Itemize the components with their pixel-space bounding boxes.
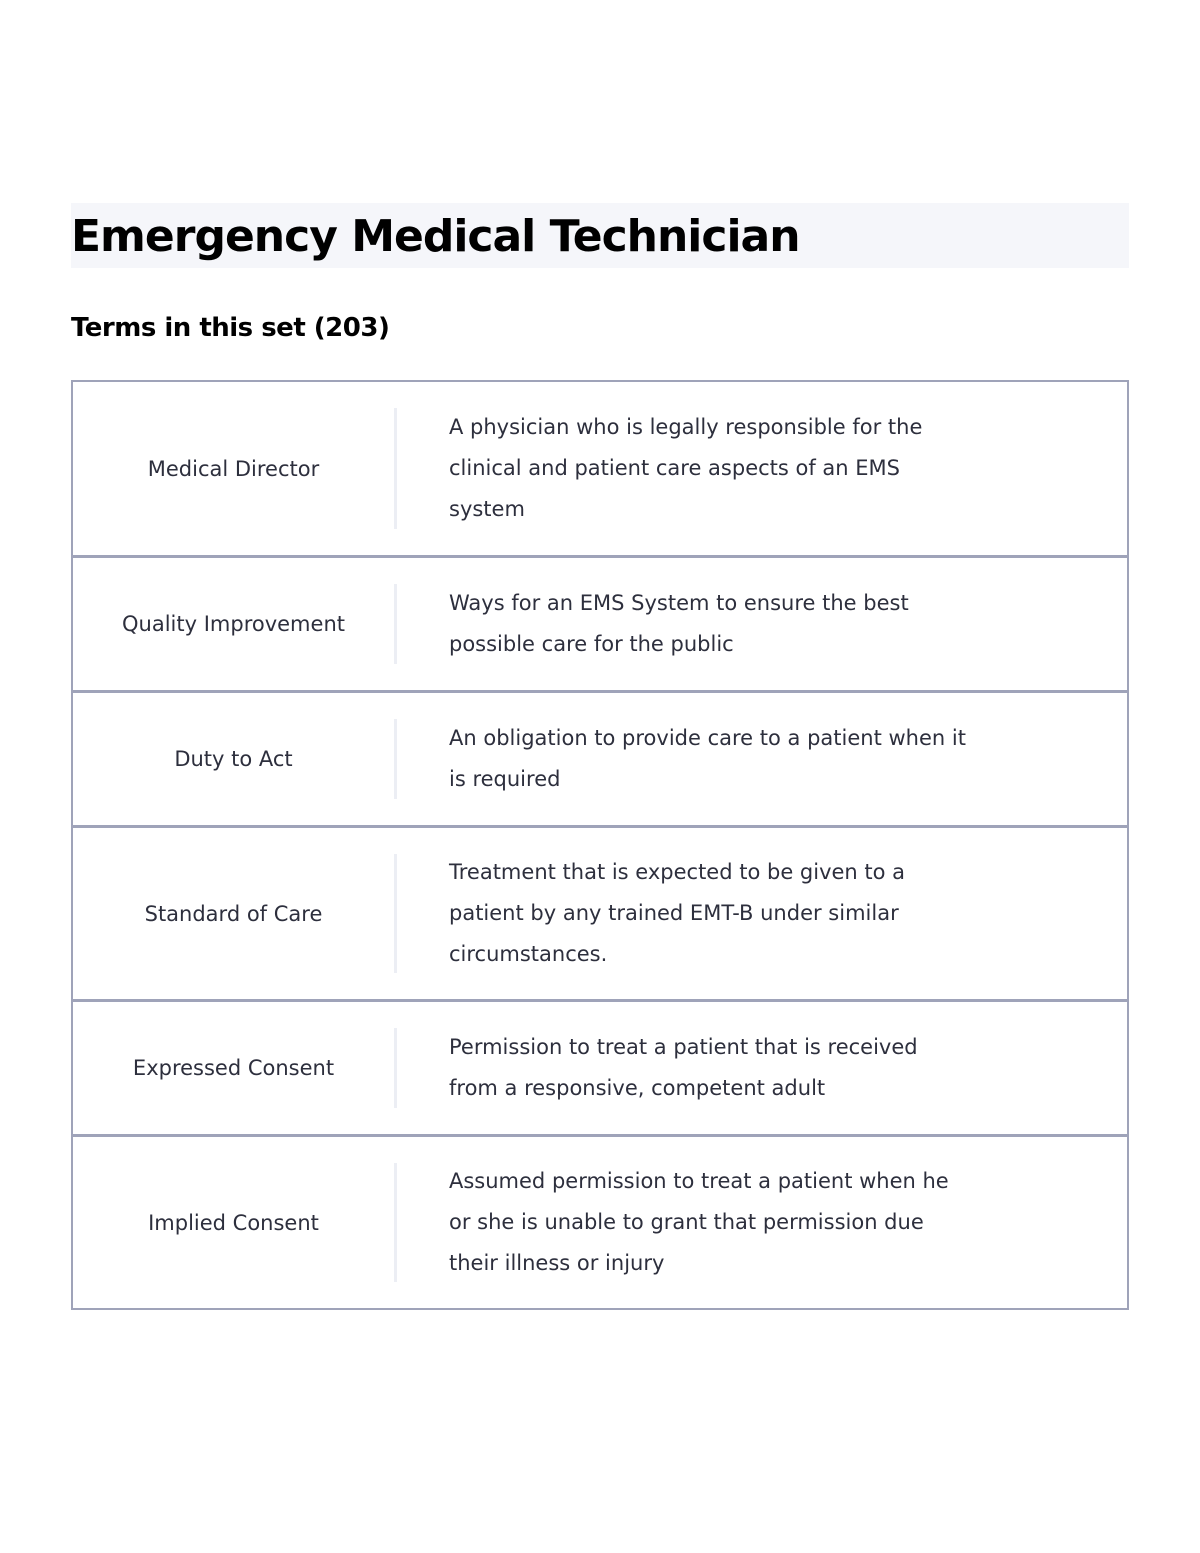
column-divider	[394, 1163, 397, 1282]
page-title: Emergency Medical Technician	[71, 211, 801, 262]
term-row: Standard of Care Treatment that is expec…	[73, 825, 1127, 999]
term-row: Implied Consent Assumed permission to tr…	[73, 1134, 1127, 1308]
title-band	[71, 203, 1129, 268]
term-definition: An obligation to provide care to a patie…	[449, 726, 966, 791]
column-divider	[394, 854, 397, 973]
term-label: Standard of Care	[144, 901, 323, 926]
term-definition: A physician who is legally responsible f…	[449, 415, 923, 521]
term-row: Duty to Act An obligation to provide car…	[73, 690, 1127, 825]
terms-count-heading: Terms in this set (203)	[71, 313, 390, 343]
term-label: Duty to Act	[174, 747, 293, 771]
column-divider	[394, 584, 397, 664]
column-divider	[394, 719, 397, 799]
column-divider	[394, 408, 397, 529]
column-divider	[394, 1028, 397, 1108]
term-label: Expressed Consent	[132, 1056, 335, 1080]
term-definition: Ways for an EMS System to ensure the bes…	[449, 591, 909, 656]
term-row: Quality Improvement Ways for an EMS Syst…	[73, 555, 1127, 690]
term-label: Medical Director	[147, 456, 320, 481]
term-row: Medical Director A physician who is lega…	[73, 382, 1127, 555]
term-definition: Assumed permission to treat a patient wh…	[449, 1169, 949, 1275]
term-definition: Permission to treat a patient that is re…	[449, 1035, 918, 1100]
terms-table: Medical Director A physician who is lega…	[71, 380, 1129, 1310]
term-definition: Treatment that is expected to be given t…	[449, 860, 906, 966]
term-row: Expressed Consent Permission to treat a …	[73, 999, 1127, 1134]
term-label: Implied Consent	[148, 1210, 319, 1235]
term-label: Quality Improvement	[122, 612, 345, 636]
